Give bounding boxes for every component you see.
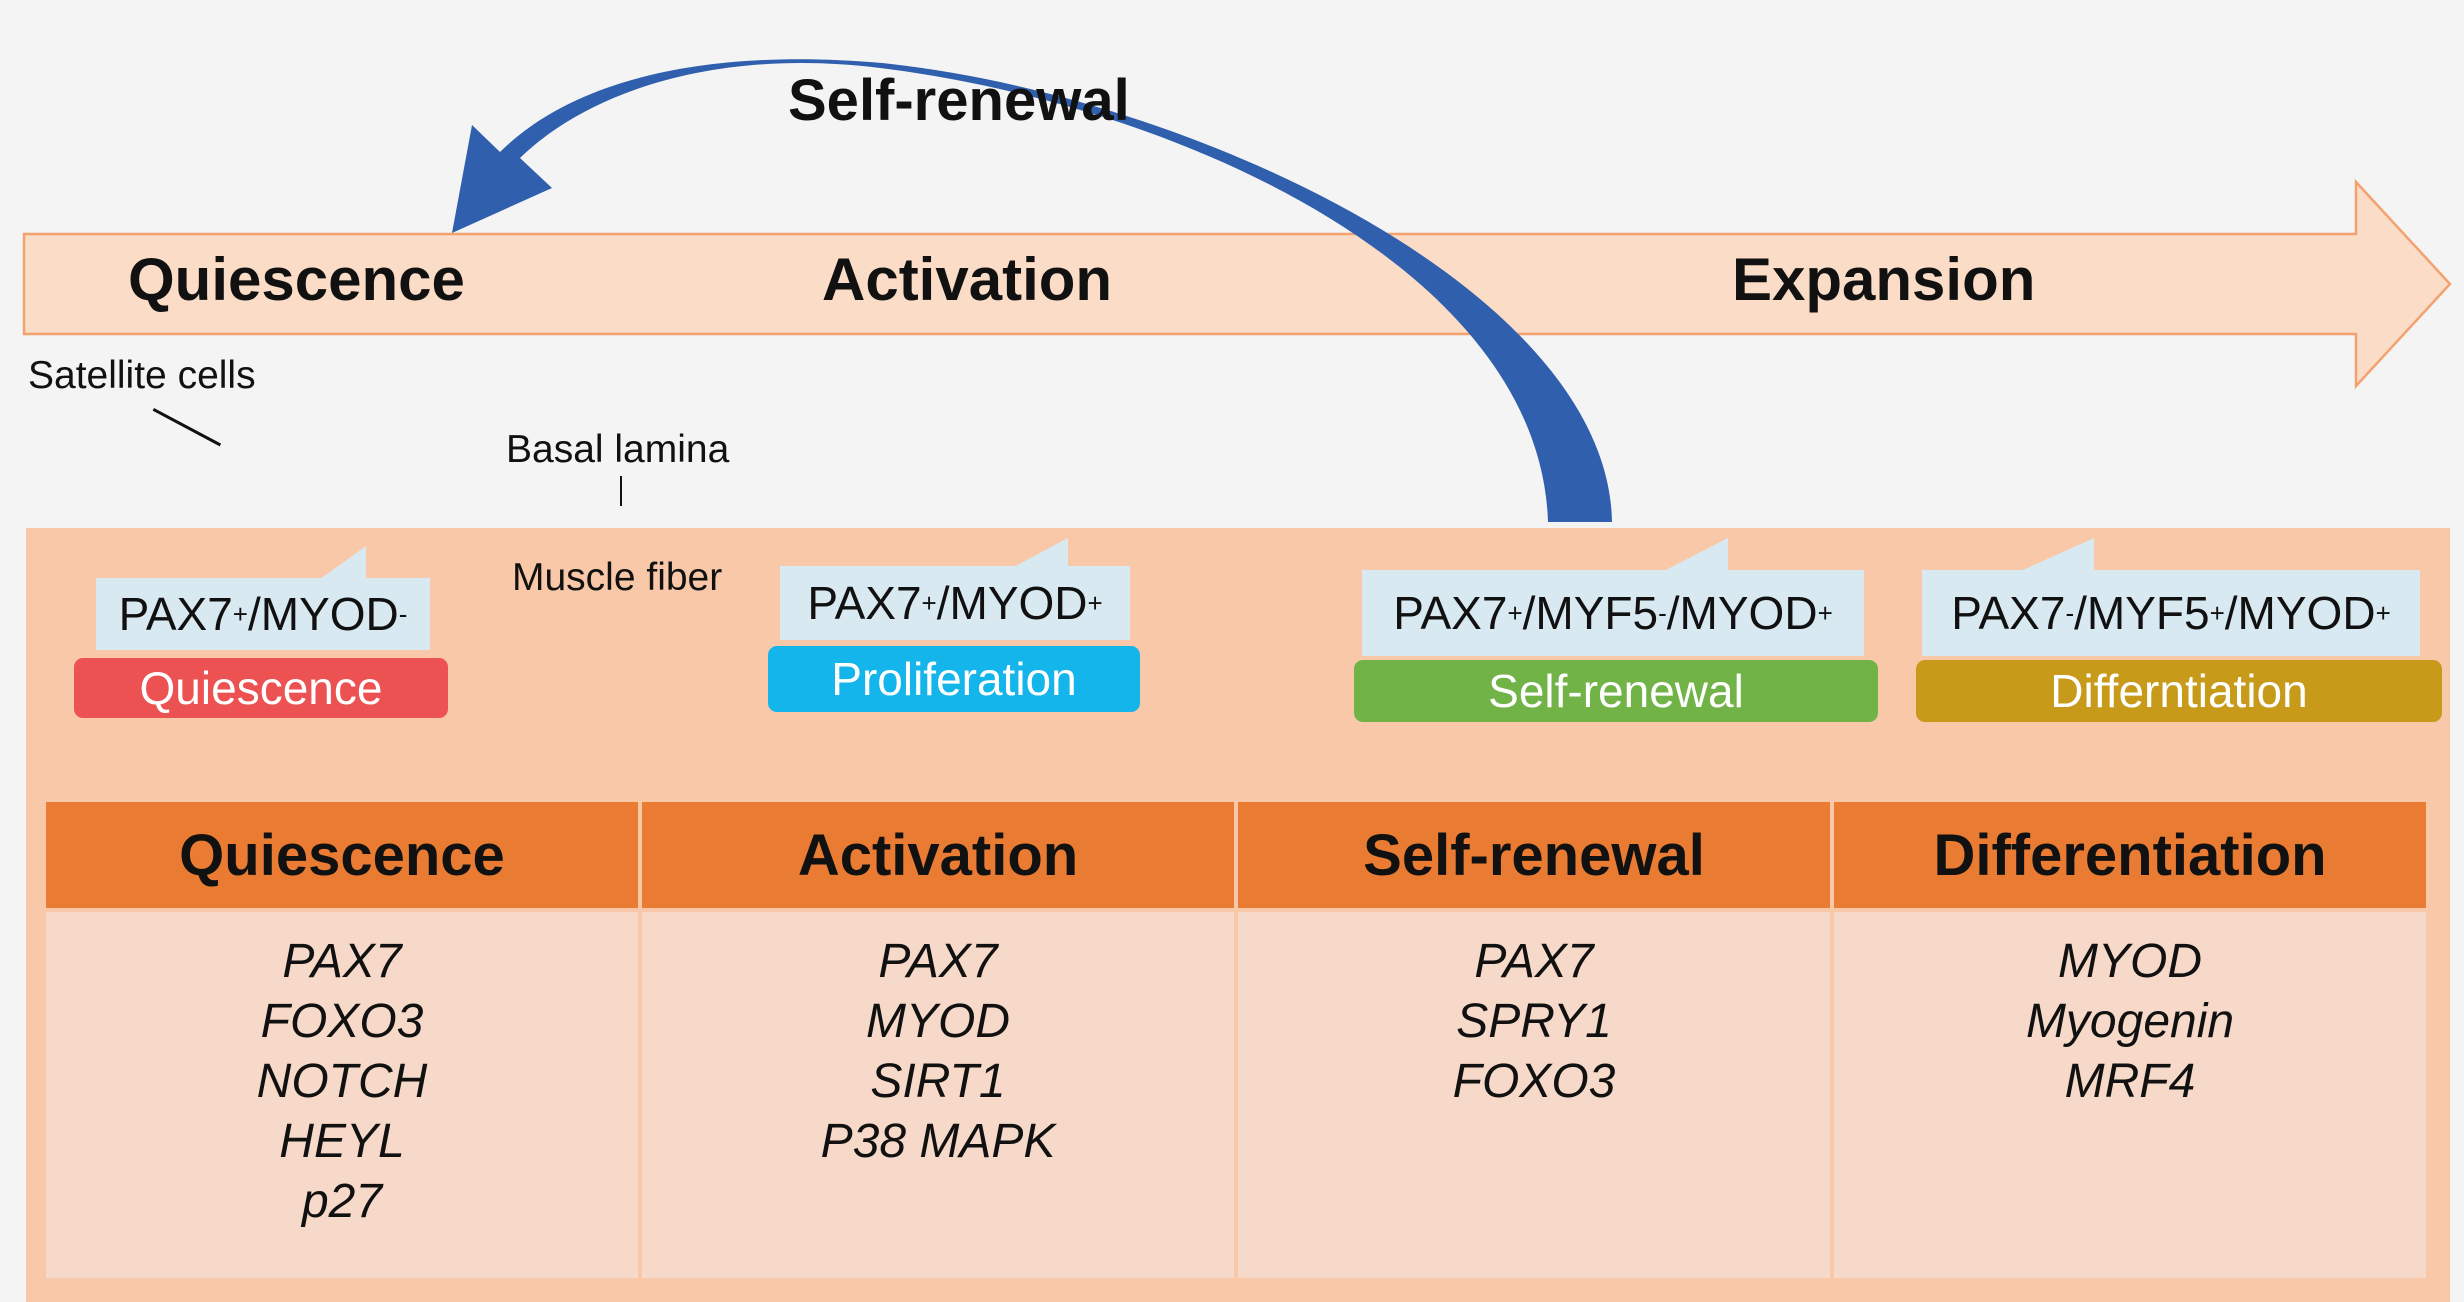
table-header-differentiation: Differentiation <box>1834 802 2426 908</box>
marker-tag-1: PAX7+/MYOD+ <box>780 566 1130 640</box>
table-header-activation: Activation <box>642 802 1234 908</box>
gene-item: HEYL <box>279 1115 405 1168</box>
gene-item: PAX7 <box>878 935 998 988</box>
gene-item: SPRY1 <box>1456 995 1612 1048</box>
gene-item: PAX7 <box>1474 935 1594 988</box>
marker-gene: /MYOD <box>1666 587 1818 639</box>
gene-item: FOXO3 <box>1452 1055 1616 1108</box>
satellite-cells-label: Satellite cells <box>28 354 256 397</box>
stage-label-quiescence: Quiescence <box>128 246 465 313</box>
marker-gene: PAX7 <box>118 588 233 640</box>
self-renewal-arrow-label: Self-renewal <box>788 68 1130 133</box>
gene-item: FOXO3 <box>260 995 424 1048</box>
marker-gene: PAX7 <box>1951 587 2066 639</box>
basal-lamina-marker <box>620 476 622 506</box>
marker-gene: /MYOD <box>2224 587 2376 639</box>
state-pill-differntiation: Differntiation <box>1916 660 2442 722</box>
stage-label-expansion: Expansion <box>1732 246 2036 313</box>
gene-item: NOTCH <box>256 1055 428 1108</box>
marker-gene: /MYF5 <box>1522 587 1659 639</box>
marker-tag-3: PAX7-/MYF5+/MYOD+ <box>1922 570 2420 656</box>
gene-item: Myogenin <box>2025 995 2235 1048</box>
state-pill-quiescence: Quiescence <box>74 658 448 718</box>
gene-item: MYOD <box>866 995 1010 1048</box>
marker-gene: PAX7 <box>1393 587 1508 639</box>
table-header-quiescence: Quiescence <box>46 802 638 908</box>
marker-gene: /MYOD <box>936 577 1088 629</box>
state-pill-proliferation: Proliferation <box>768 646 1140 712</box>
table-header-self-renewal: Self-renewal <box>1238 802 1830 908</box>
gene-item: MRF4 <box>2064 1055 2196 1108</box>
marker-gene: PAX7 <box>807 577 922 629</box>
stage-label-activation: Activation <box>822 246 1113 313</box>
marker-gene: /MYF5 <box>2074 587 2210 639</box>
basal-lamina-label: Basal lamina <box>506 428 730 471</box>
gene-item: MYOD <box>2058 935 2202 988</box>
marker-tag-0: PAX7+/MYOD- <box>96 578 430 650</box>
gene-item: PAX7 <box>282 935 402 988</box>
marker-tag-2: PAX7+/MYF5-/MYOD+ <box>1362 570 1864 656</box>
marker-gene: /MYOD <box>247 588 399 640</box>
gene-item: SIRT1 <box>870 1055 1006 1108</box>
muscle-fiber-label: Muscle fiber <box>512 556 723 599</box>
gene-item: p27 <box>301 1175 383 1228</box>
gene-item: P38 MAPK <box>820 1115 1056 1168</box>
state-pill-self-renewal: Self-renewal <box>1354 660 1878 722</box>
